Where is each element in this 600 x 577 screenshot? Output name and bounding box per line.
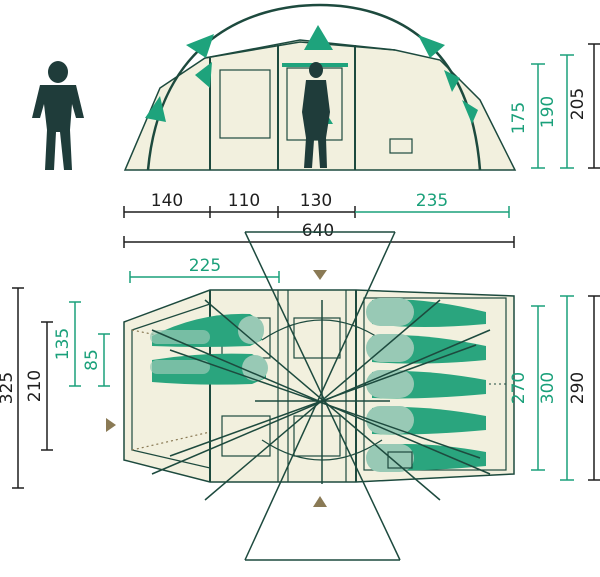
left-cabin-outline — [131, 303, 211, 469]
width-dim-130: 130 — [300, 191, 332, 211]
side-vent — [389, 138, 413, 154]
floor-dim-270: 270 — [509, 372, 529, 404]
width-dim-140: 140 — [151, 191, 183, 211]
floor-dim-290: 290 — [568, 372, 588, 404]
height-dimension-lines — [531, 43, 600, 169]
width-dim-640: 640 — [302, 221, 334, 241]
door-marker-bottom — [313, 496, 327, 507]
cabin-dim-225: 225 — [189, 256, 221, 276]
door-marker-left — [106, 418, 116, 432]
sleeping-bag — [366, 298, 486, 327]
floor-dim-300: 300 — [538, 372, 558, 404]
width-dim-110: 110 — [228, 191, 260, 211]
guy-triangles — [145, 25, 478, 124]
inside-person-silhouette — [302, 62, 330, 168]
pole-structure — [151, 231, 491, 561]
sleeping-bag — [150, 353, 268, 385]
width-dimension-lines — [123, 206, 515, 283]
height-dim-205: 205 — [568, 88, 588, 120]
floor-dim-325: 325 — [0, 372, 17, 404]
floor-right-dimension-lines — [531, 295, 600, 481]
sleeping-bag — [366, 334, 486, 364]
height-dim-175: 175 — [509, 102, 529, 134]
main-arch-pole — [146, 3, 482, 171]
floor-dim-135: 135 — [53, 328, 73, 360]
height-dim-190: 190 — [538, 96, 558, 128]
side-view — [32, 3, 517, 171]
floor-left-dimension-lines — [12, 287, 110, 489]
floor-dim-210: 210 — [25, 370, 45, 402]
person-silhouette — [32, 61, 84, 170]
door-marker-top — [313, 270, 327, 280]
side-window-left — [219, 69, 271, 139]
width-dim-235: 235 — [416, 191, 448, 211]
sleeping-bag — [150, 313, 264, 347]
floor-dim-85: 85 — [82, 349, 102, 371]
